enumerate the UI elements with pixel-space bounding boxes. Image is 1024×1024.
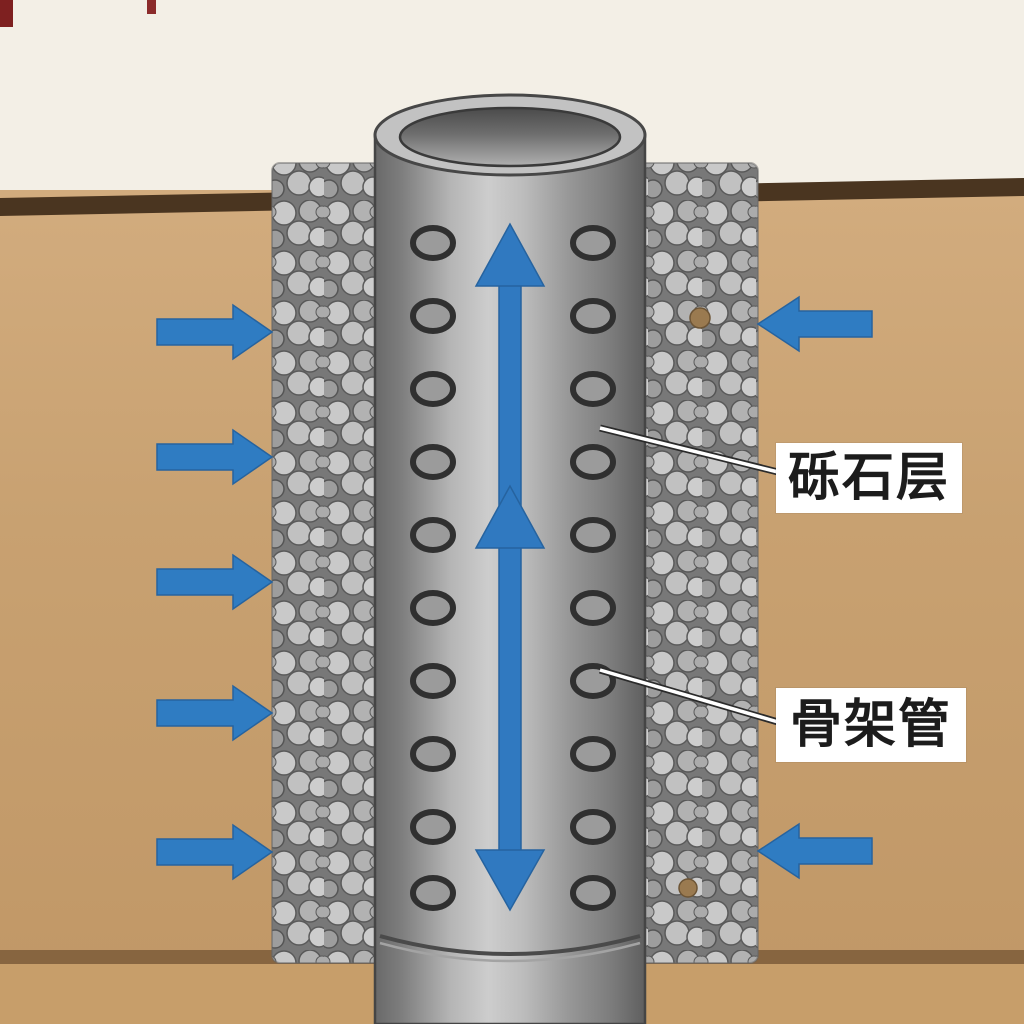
left-inflow-arrows — [156, 303, 274, 881]
pipe-joint-highlight — [379, 941, 641, 963]
leader-lines — [599, 424, 779, 726]
edge-mark-top — [147, 0, 156, 14]
up-arrowhead-mid — [474, 484, 546, 549]
down-arrowhead-bottom — [474, 849, 546, 912]
skeleton-pipe-label: 骨架管 — [776, 688, 966, 762]
skeleton-pipe-label-text: 骨架管 — [789, 696, 952, 754]
brown-pebble — [678, 878, 698, 898]
pipe-joint-seam — [379, 934, 641, 956]
brown-pebble — [689, 307, 711, 329]
perforation-holes-left — [410, 225, 456, 911]
edge-mark-left — [0, 0, 13, 27]
up-arrowhead-top — [474, 222, 546, 287]
gravel-layer-label: 砾石层 — [776, 443, 962, 513]
gravel-layer-label-text: 砾石层 — [787, 449, 950, 507]
pipe-opening — [398, 106, 622, 168]
vertical-flow-arrows — [474, 222, 546, 912]
right-inflow-arrows — [756, 295, 873, 880]
